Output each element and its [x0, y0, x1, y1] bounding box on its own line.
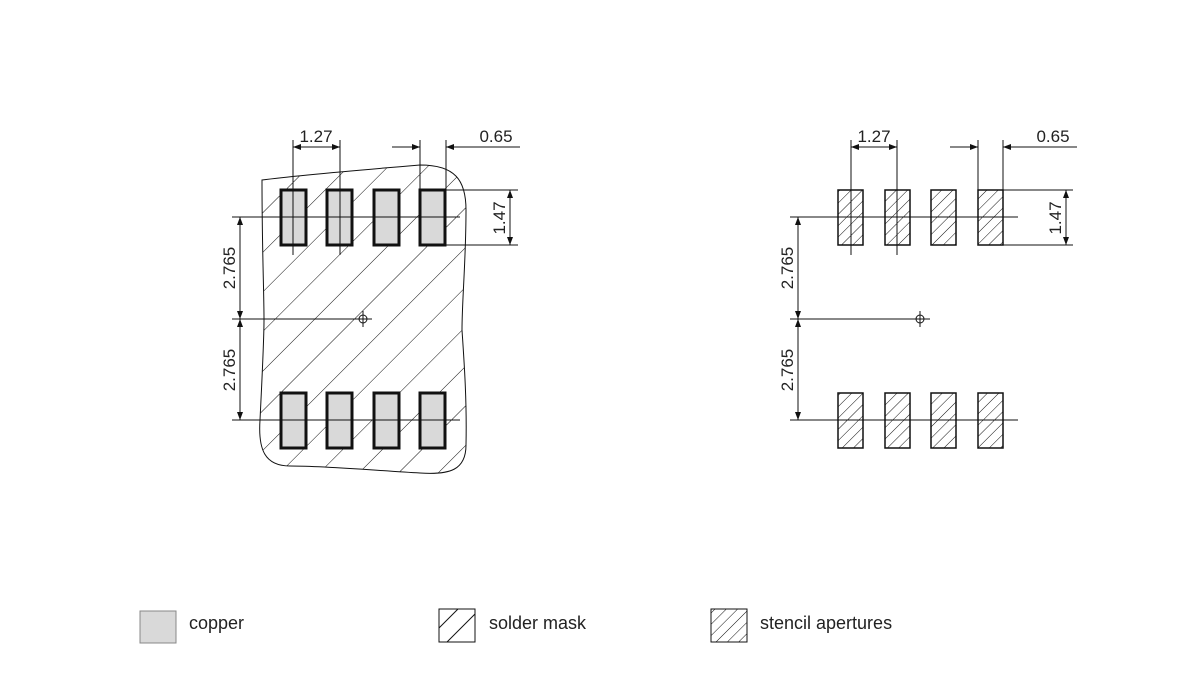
- pitch-dimension: 1.27: [850, 127, 898, 190]
- center-lines: [232, 180, 460, 421]
- legend-label-copper: copper: [189, 613, 244, 633]
- legend-item-solder-mask: solder mask: [438, 608, 587, 643]
- copper-swatch: [139, 610, 177, 644]
- pad-length-label: 1.47: [490, 201, 509, 234]
- pad-length-label: 1.47: [1046, 201, 1065, 234]
- legend-label-stencil: stencil apertures: [760, 613, 892, 633]
- pad-width-label: 0.65: [1036, 127, 1069, 146]
- center-lines: [790, 180, 1018, 421]
- pad-width-dimension: 0.65: [950, 127, 1077, 190]
- row-offset-bottom-label: 2.765: [778, 349, 797, 392]
- legend-item-stencil: stencil apertures: [710, 608, 892, 643]
- row-offset-dimension: 2.765 2.765: [220, 217, 243, 420]
- pad-length-dimension: 1.47: [1003, 189, 1073, 246]
- pad-width-label: 0.65: [479, 127, 512, 146]
- solder-mask-swatch: [438, 608, 476, 643]
- row-offset-dimension: 2.765 2.765: [778, 217, 801, 420]
- legend-item-copper: copper: [139, 610, 244, 644]
- left-footprint-view: 1.27 0.65 1.47 2.765: [220, 127, 520, 474]
- legend: copper solder mask stencil apertures: [139, 608, 892, 644]
- legend-label-solder-mask: solder mask: [489, 613, 587, 633]
- pitch-label: 1.27: [857, 127, 890, 146]
- row-offset-top-label: 2.765: [778, 247, 797, 290]
- row-offset-top-label: 2.765: [220, 247, 239, 290]
- pad-width-dimension: 0.65: [392, 127, 520, 190]
- right-stencil-view: 1.27 0.65 1.47 2.765: [778, 127, 1077, 449]
- pad-length-dimension: 1.47: [446, 189, 518, 246]
- pitch-dimension: 1.27: [292, 127, 341, 190]
- row-offset-bottom-label: 2.765: [220, 349, 239, 392]
- stencil-swatch: [710, 608, 748, 643]
- pitch-label: 1.27: [299, 127, 332, 146]
